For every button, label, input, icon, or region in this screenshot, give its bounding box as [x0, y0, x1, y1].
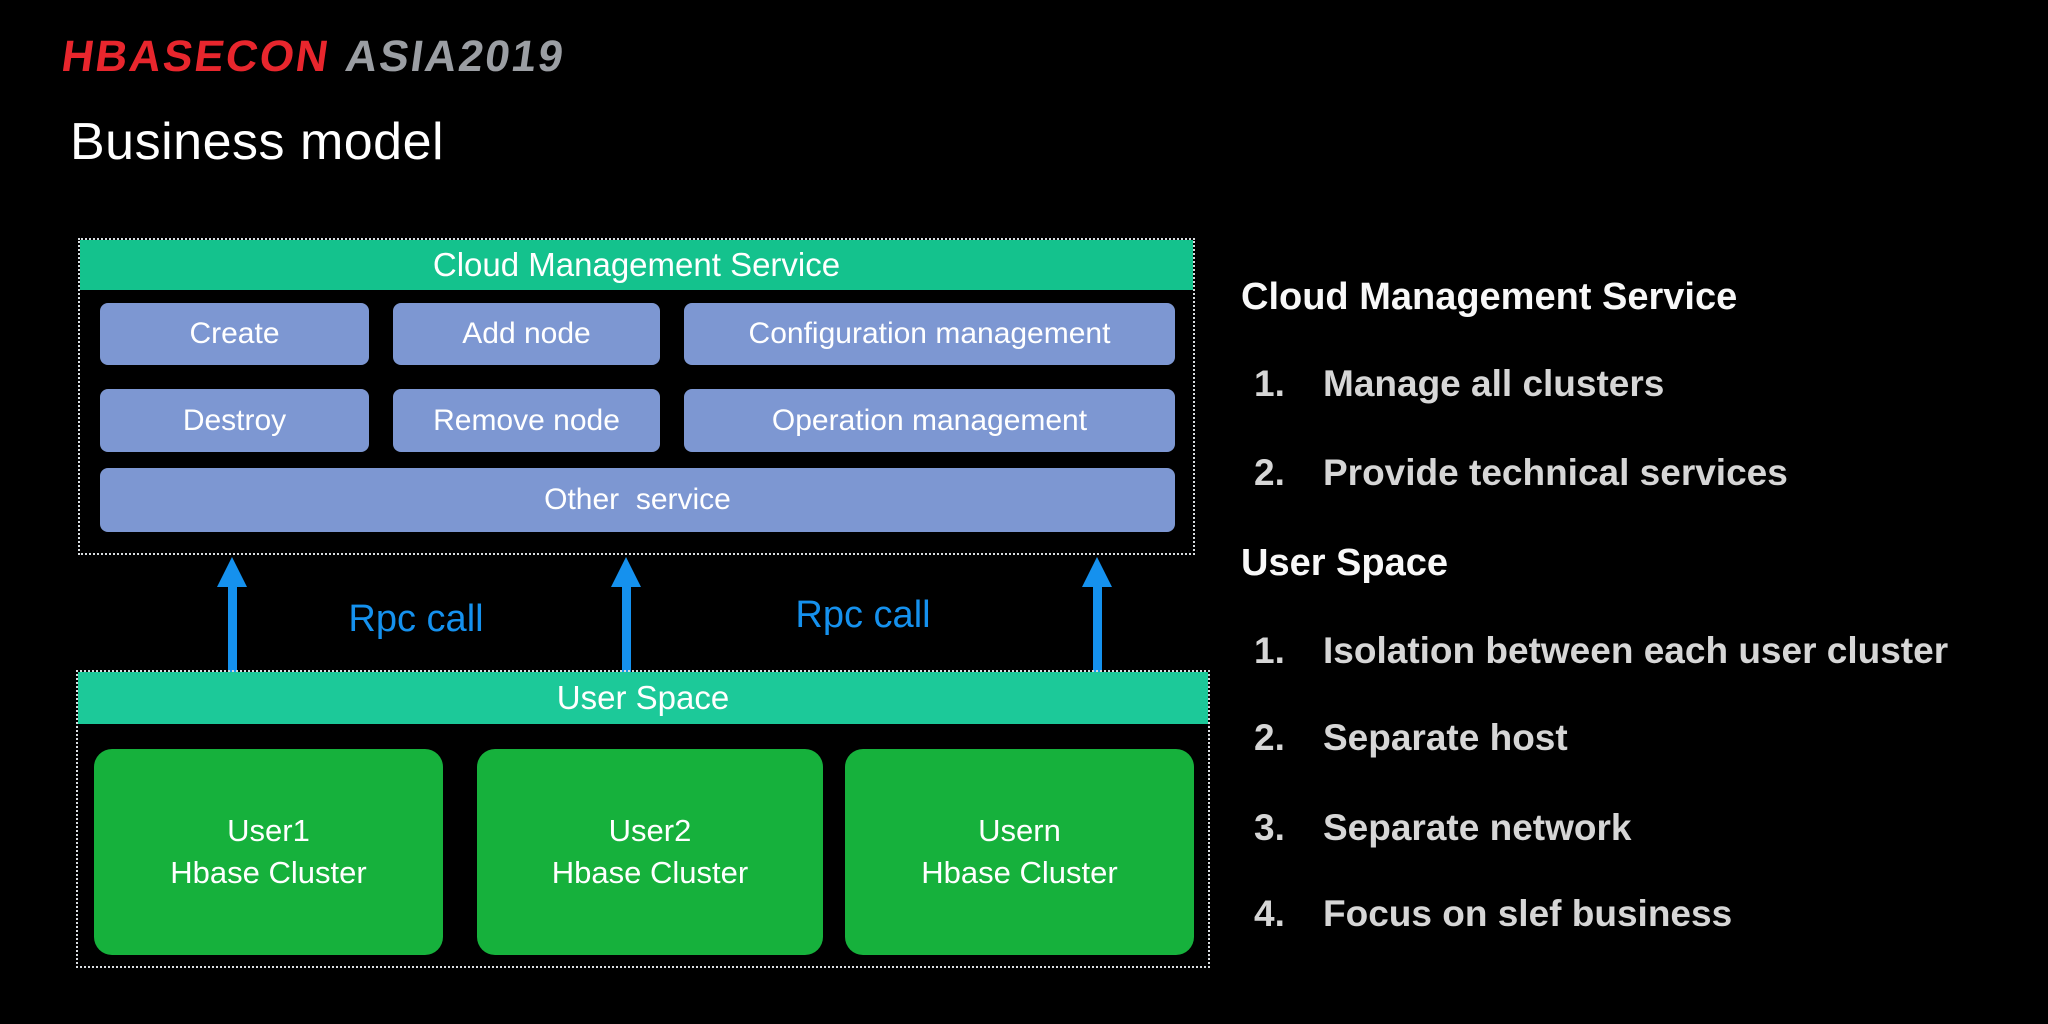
note-item-number: 1.	[1254, 630, 1285, 671]
create-label: Create	[189, 317, 280, 350]
note-item-text: Focus on slef business	[1323, 893, 1733, 934]
note-item: 4. Focus on slef business	[1254, 893, 1732, 935]
user2-hbase-cluster-box: User2 Hbase Cluster	[477, 749, 823, 955]
destroy-box: Destroy	[100, 389, 369, 452]
cloud-management-service-section: Cloud Management Service Create Add node…	[78, 238, 1195, 555]
cluster-line1: User2	[608, 813, 692, 848]
add-node-box: Add node	[393, 303, 660, 365]
configuration-management-box: Configuration management	[684, 303, 1175, 365]
add-node-label: Add node	[462, 317, 591, 350]
create-box: Create	[100, 303, 369, 365]
notes-heading-user-space: User Space	[1241, 542, 1449, 584]
note-item-text: Provide technical services	[1323, 452, 1788, 493]
usern-hbase-cluster-box: Usern Hbase Cluster	[845, 749, 1194, 955]
arrow-shaft	[1092, 587, 1102, 677]
cluster-line2: Hbase Cluster	[921, 855, 1118, 890]
rpc-call-label-right: Rpc call	[795, 594, 931, 636]
note-item: 1. Manage all clusters	[1254, 363, 1664, 405]
note-item: 2. Separate host	[1254, 717, 1568, 759]
arrow-up-icon	[1082, 557, 1112, 677]
arrow-head	[611, 557, 641, 587]
note-item-number: 1.	[1254, 363, 1285, 404]
arrow-up-icon	[217, 557, 247, 677]
note-item-text: Separate host	[1323, 717, 1568, 758]
operation-management-label: Operation management	[771, 403, 1088, 437]
note-item-number: 4.	[1254, 893, 1285, 934]
arrow-head	[217, 557, 247, 587]
note-item-text: Manage all clusters	[1323, 363, 1665, 404]
page-title: Business model	[70, 113, 445, 171]
note-item-text: Separate network	[1323, 807, 1632, 848]
arrow-up-icon	[611, 557, 641, 677]
logo-hbasecon: HBASECON	[58, 32, 334, 81]
remove-node-box: Remove node	[393, 389, 660, 452]
note-item: 3. Separate network	[1254, 807, 1631, 849]
destroy-label: Destroy	[182, 403, 287, 437]
configuration-management-label: Configuration management	[748, 317, 1111, 350]
user-space-section: User Space User1 Hbase Cluster User2 Hba…	[76, 670, 1210, 968]
cluster-line2: Hbase Cluster	[170, 855, 367, 890]
cms-header-label: Cloud Management Service	[432, 246, 841, 283]
user-space-header-bar: User Space	[78, 672, 1208, 724]
user-space-header-label: User Space	[556, 679, 730, 716]
rpc-call-label-left: Rpc call	[348, 598, 484, 640]
note-item-number: 3.	[1254, 807, 1285, 848]
arrow-head	[1082, 557, 1112, 587]
remove-node-label: Remove node	[433, 403, 620, 437]
arrow-shaft	[227, 587, 237, 677]
cluster-line1: User1	[227, 813, 310, 848]
notes-heading-cloud-management-service: Cloud Management Service	[1241, 276, 1738, 318]
user1-hbase-cluster-box: User1 Hbase Cluster	[94, 749, 443, 955]
other-service-box: Other service	[100, 468, 1175, 532]
cluster-line1: Usern	[978, 813, 1061, 848]
note-item-number: 2.	[1254, 717, 1285, 758]
note-item-text: Isolation between each user cluster	[1323, 630, 1949, 671]
logo-asia2019: ASIA2019	[342, 32, 569, 81]
operation-management-box: Operation management	[684, 389, 1175, 452]
cms-header-bar: Cloud Management Service	[80, 240, 1193, 290]
note-item: 1. Isolation between each user cluster	[1254, 630, 1948, 672]
arrow-shaft	[621, 587, 631, 677]
other-service-label: Other service	[544, 483, 731, 516]
cluster-line2: Hbase Cluster	[551, 855, 749, 890]
note-item: 2. Provide technical services	[1254, 452, 1788, 494]
note-item-number: 2.	[1254, 452, 1285, 493]
